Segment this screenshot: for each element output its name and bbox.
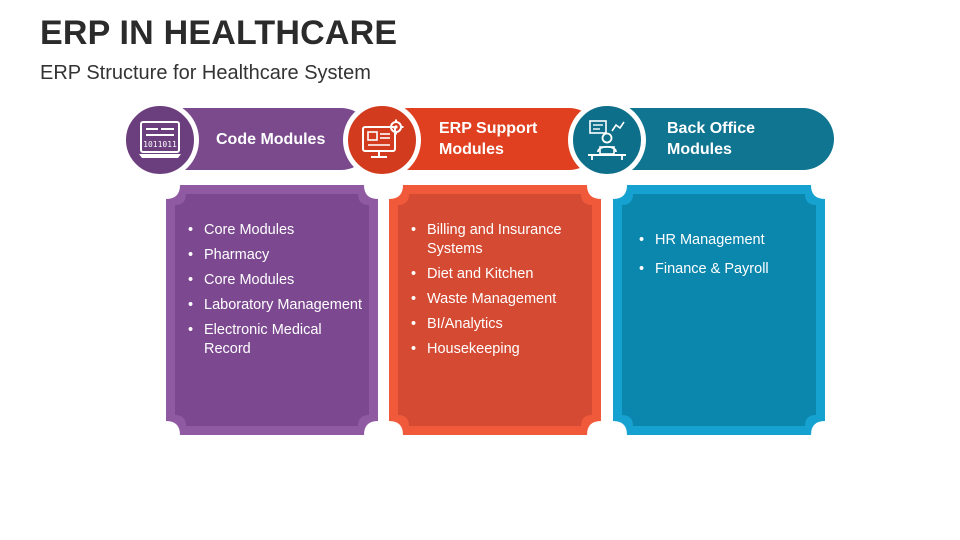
erp-support-label-line2: Modules bbox=[439, 141, 504, 158]
back-office-label: Back Office Modules bbox=[667, 118, 755, 160]
page-title: ERP IN HEALTHCARE bbox=[40, 14, 398, 52]
office-worker-icon bbox=[588, 120, 626, 160]
code-modules-label-line1: Code Modules bbox=[216, 131, 326, 148]
page-subtitle: ERP Structure for Healthcare System bbox=[40, 62, 371, 84]
code-modules-icon-circle: 1011011 bbox=[121, 101, 199, 179]
back-office-label-line1: Back Office bbox=[667, 120, 756, 137]
erp-support-label-line1: ERP Support bbox=[439, 120, 538, 137]
list-item: Finance & Payroll bbox=[633, 260, 813, 279]
back-office-card-shape bbox=[613, 185, 825, 435]
code-modules-list: Core Modules Pharmacy Core Modules Labor… bbox=[182, 221, 362, 365]
back-office-list: HR Management Finance & Payroll bbox=[633, 231, 813, 285]
list-item: BI/Analytics bbox=[405, 315, 585, 334]
list-item: Housekeeping bbox=[405, 340, 585, 359]
list-item: Diet and Kitchen bbox=[405, 265, 585, 284]
list-item: Electronic Medical Record bbox=[182, 321, 362, 359]
binary-laptop-icon: 1011011 bbox=[139, 121, 181, 158]
code-modules-card: Core Modules Pharmacy Core Modules Labor… bbox=[166, 185, 378, 435]
list-item: HR Management bbox=[633, 231, 813, 250]
list-item: Pharmacy bbox=[182, 246, 362, 265]
list-item: Billing and Insurance Systems bbox=[405, 221, 585, 259]
back-office-label-line2: Modules bbox=[667, 141, 732, 158]
erp-support-list: Billing and Insurance Systems Diet and K… bbox=[405, 221, 585, 365]
back-office-card: HR Management Finance & Payroll bbox=[613, 185, 825, 435]
list-item: Core Modules bbox=[182, 221, 362, 240]
back-office-icon-circle bbox=[568, 101, 646, 179]
list-item: Core Modules bbox=[182, 271, 362, 290]
list-item: Waste Management bbox=[405, 290, 585, 309]
monitor-gear-icon bbox=[362, 119, 404, 158]
svg-text:1011011: 1011011 bbox=[143, 140, 177, 149]
erp-support-label: ERP Support Modules bbox=[439, 118, 537, 160]
list-item: Laboratory Management bbox=[182, 296, 362, 315]
erp-support-card: Billing and Insurance Systems Diet and K… bbox=[389, 185, 601, 435]
code-modules-label: Code Modules bbox=[216, 129, 325, 150]
erp-support-icon-circle bbox=[343, 101, 421, 179]
